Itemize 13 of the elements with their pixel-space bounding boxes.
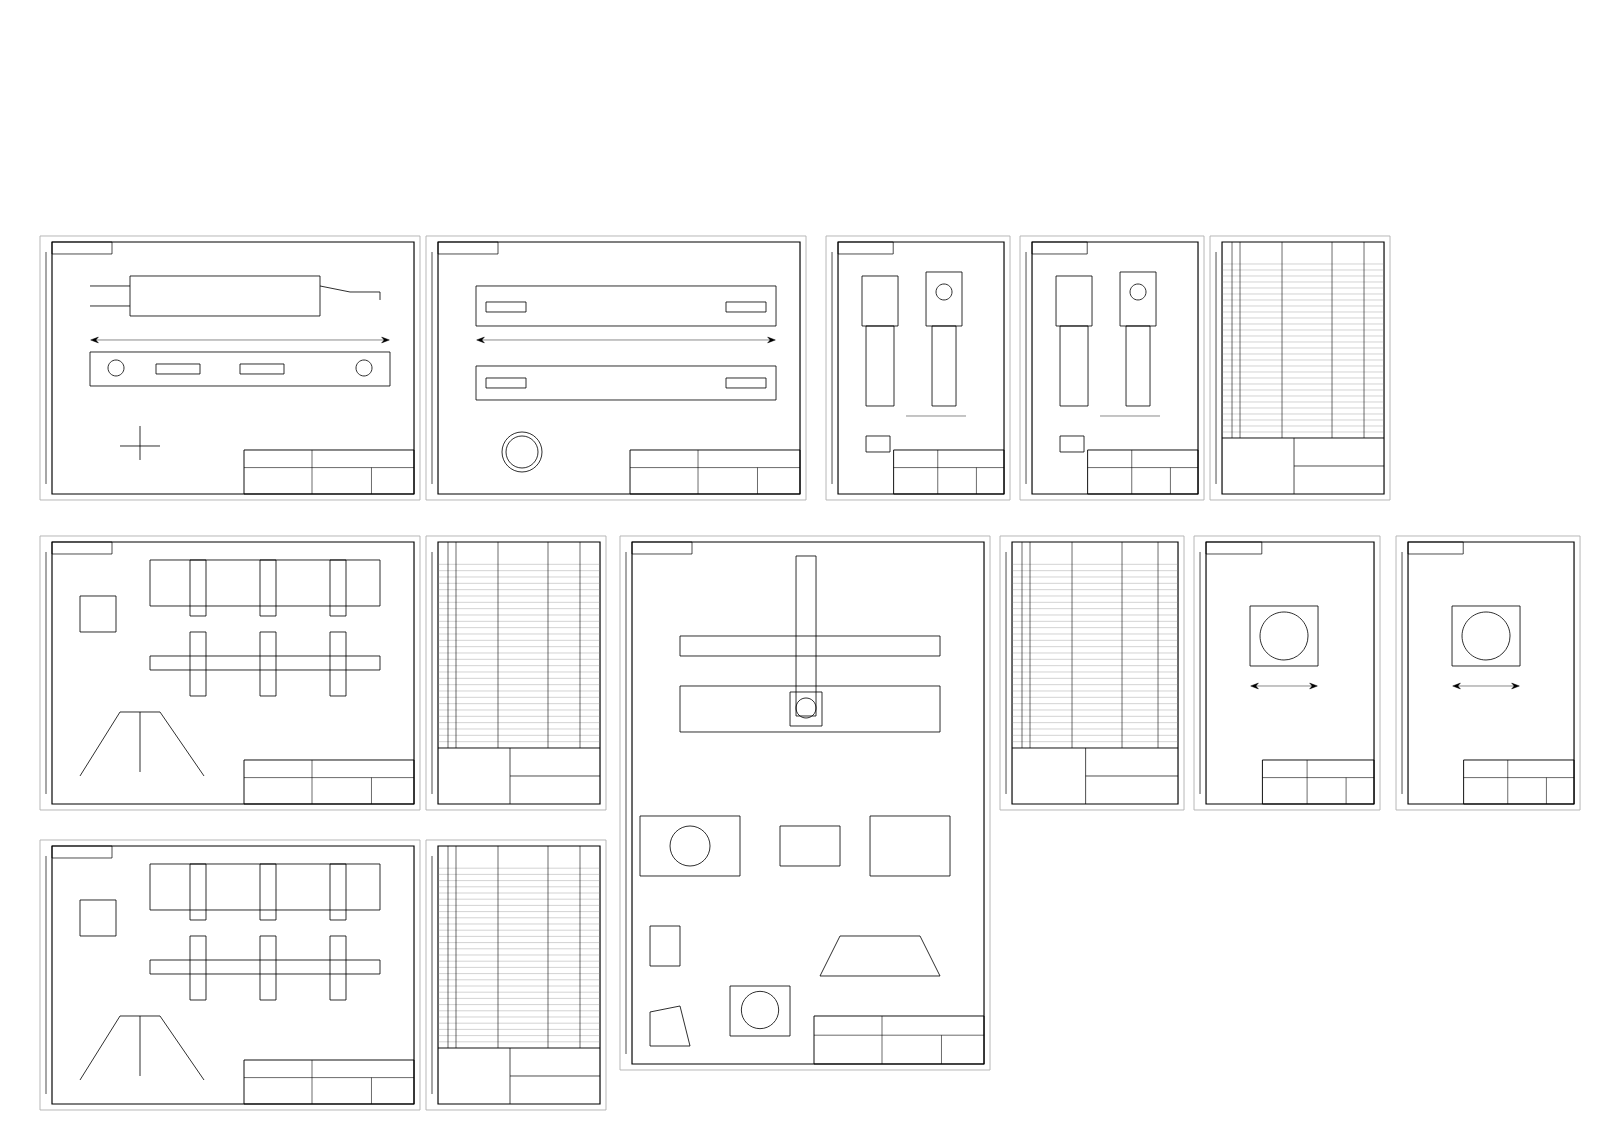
- engineering-sheet-drawing: [1193, 535, 1381, 811]
- engineering-sheet-drawing: [1019, 235, 1205, 501]
- engineering-sheet-drawing: [825, 235, 1011, 501]
- engineering-sheet-drawing: [619, 535, 991, 1071]
- engineering-sheet-drawing: [425, 535, 607, 811]
- engineering-sheet-drawing: [999, 535, 1185, 811]
- engineering-sheet-drawing: [39, 535, 421, 811]
- engineering-sheet-drawing: [425, 839, 607, 1111]
- engineering-sheet-drawing: [425, 235, 807, 501]
- engineering-sheet-drawing: [1395, 535, 1581, 811]
- engineering-sheet-drawing: [39, 235, 421, 501]
- engineering-sheet-drawing: [1209, 235, 1391, 501]
- engineering-sheet-drawing: [39, 839, 421, 1111]
